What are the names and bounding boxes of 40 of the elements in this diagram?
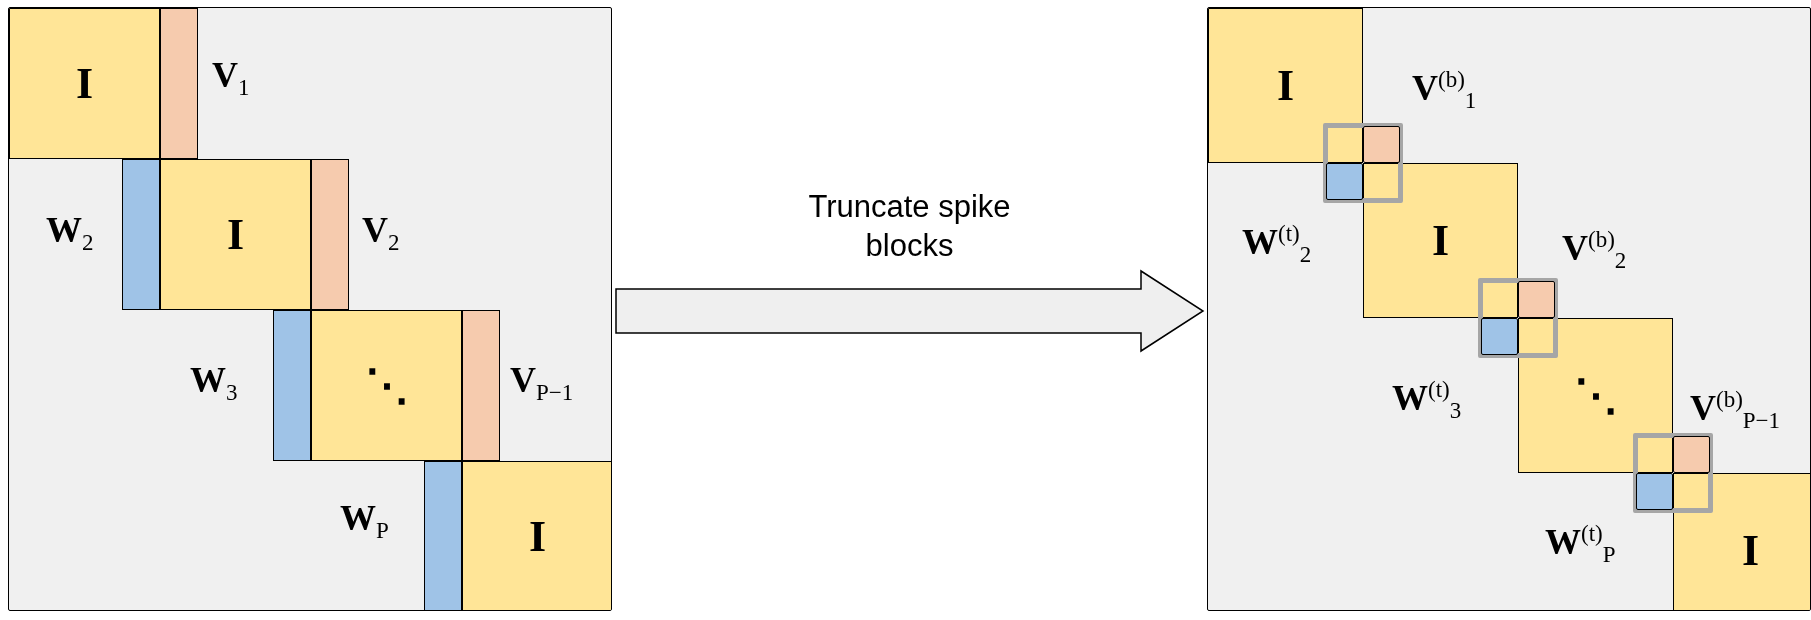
spike-block bbox=[273, 310, 311, 461]
identity-block bbox=[160, 159, 311, 310]
spike-block bbox=[1363, 126, 1400, 163]
block-label: I bbox=[75, 61, 94, 106]
truncation-frame bbox=[1323, 123, 1403, 203]
matrix-label: V$_{2}$ bbox=[362, 212, 400, 255]
spike-block bbox=[160, 8, 198, 159]
block-label: ⋱ bbox=[1573, 373, 1618, 418]
spike-block bbox=[1326, 163, 1363, 200]
matrix-panel bbox=[1207, 7, 1811, 611]
spike-block bbox=[1636, 473, 1673, 510]
block-label: I bbox=[528, 514, 547, 559]
identity-block bbox=[1518, 318, 1673, 473]
block-arrow bbox=[615, 269, 1205, 353]
identity-block bbox=[311, 310, 462, 461]
matrix-label: W$_{P}$ bbox=[340, 500, 389, 543]
identity-block bbox=[462, 461, 611, 610]
truncation-frame bbox=[1633, 433, 1713, 513]
block-label: I bbox=[226, 212, 245, 257]
spike-block bbox=[462, 310, 500, 461]
block-label: ⋱ bbox=[364, 363, 409, 408]
truncation-frame bbox=[1478, 278, 1558, 358]
spike-block bbox=[424, 461, 462, 610]
spike-block bbox=[1481, 318, 1518, 355]
block-label: I bbox=[1431, 218, 1450, 263]
matrix-label: V$_{P−1}$ bbox=[510, 362, 574, 405]
spike-block bbox=[122, 159, 160, 310]
matrix-panel bbox=[8, 7, 612, 611]
matrix-label: V$_{1}$ bbox=[212, 57, 250, 100]
identity-block bbox=[9, 8, 160, 159]
block-label: I bbox=[1276, 63, 1295, 108]
identity-block bbox=[1673, 473, 1810, 610]
matrix-label: W$_{2}$ bbox=[46, 212, 94, 255]
spike-block bbox=[1673, 436, 1710, 473]
identity-block bbox=[1363, 163, 1518, 318]
spike-block bbox=[1518, 281, 1555, 318]
matrix-label: W$_{3}$ bbox=[190, 362, 238, 405]
identity-block bbox=[1208, 8, 1363, 163]
spike-block bbox=[311, 159, 349, 310]
block-label: I bbox=[1741, 528, 1760, 573]
